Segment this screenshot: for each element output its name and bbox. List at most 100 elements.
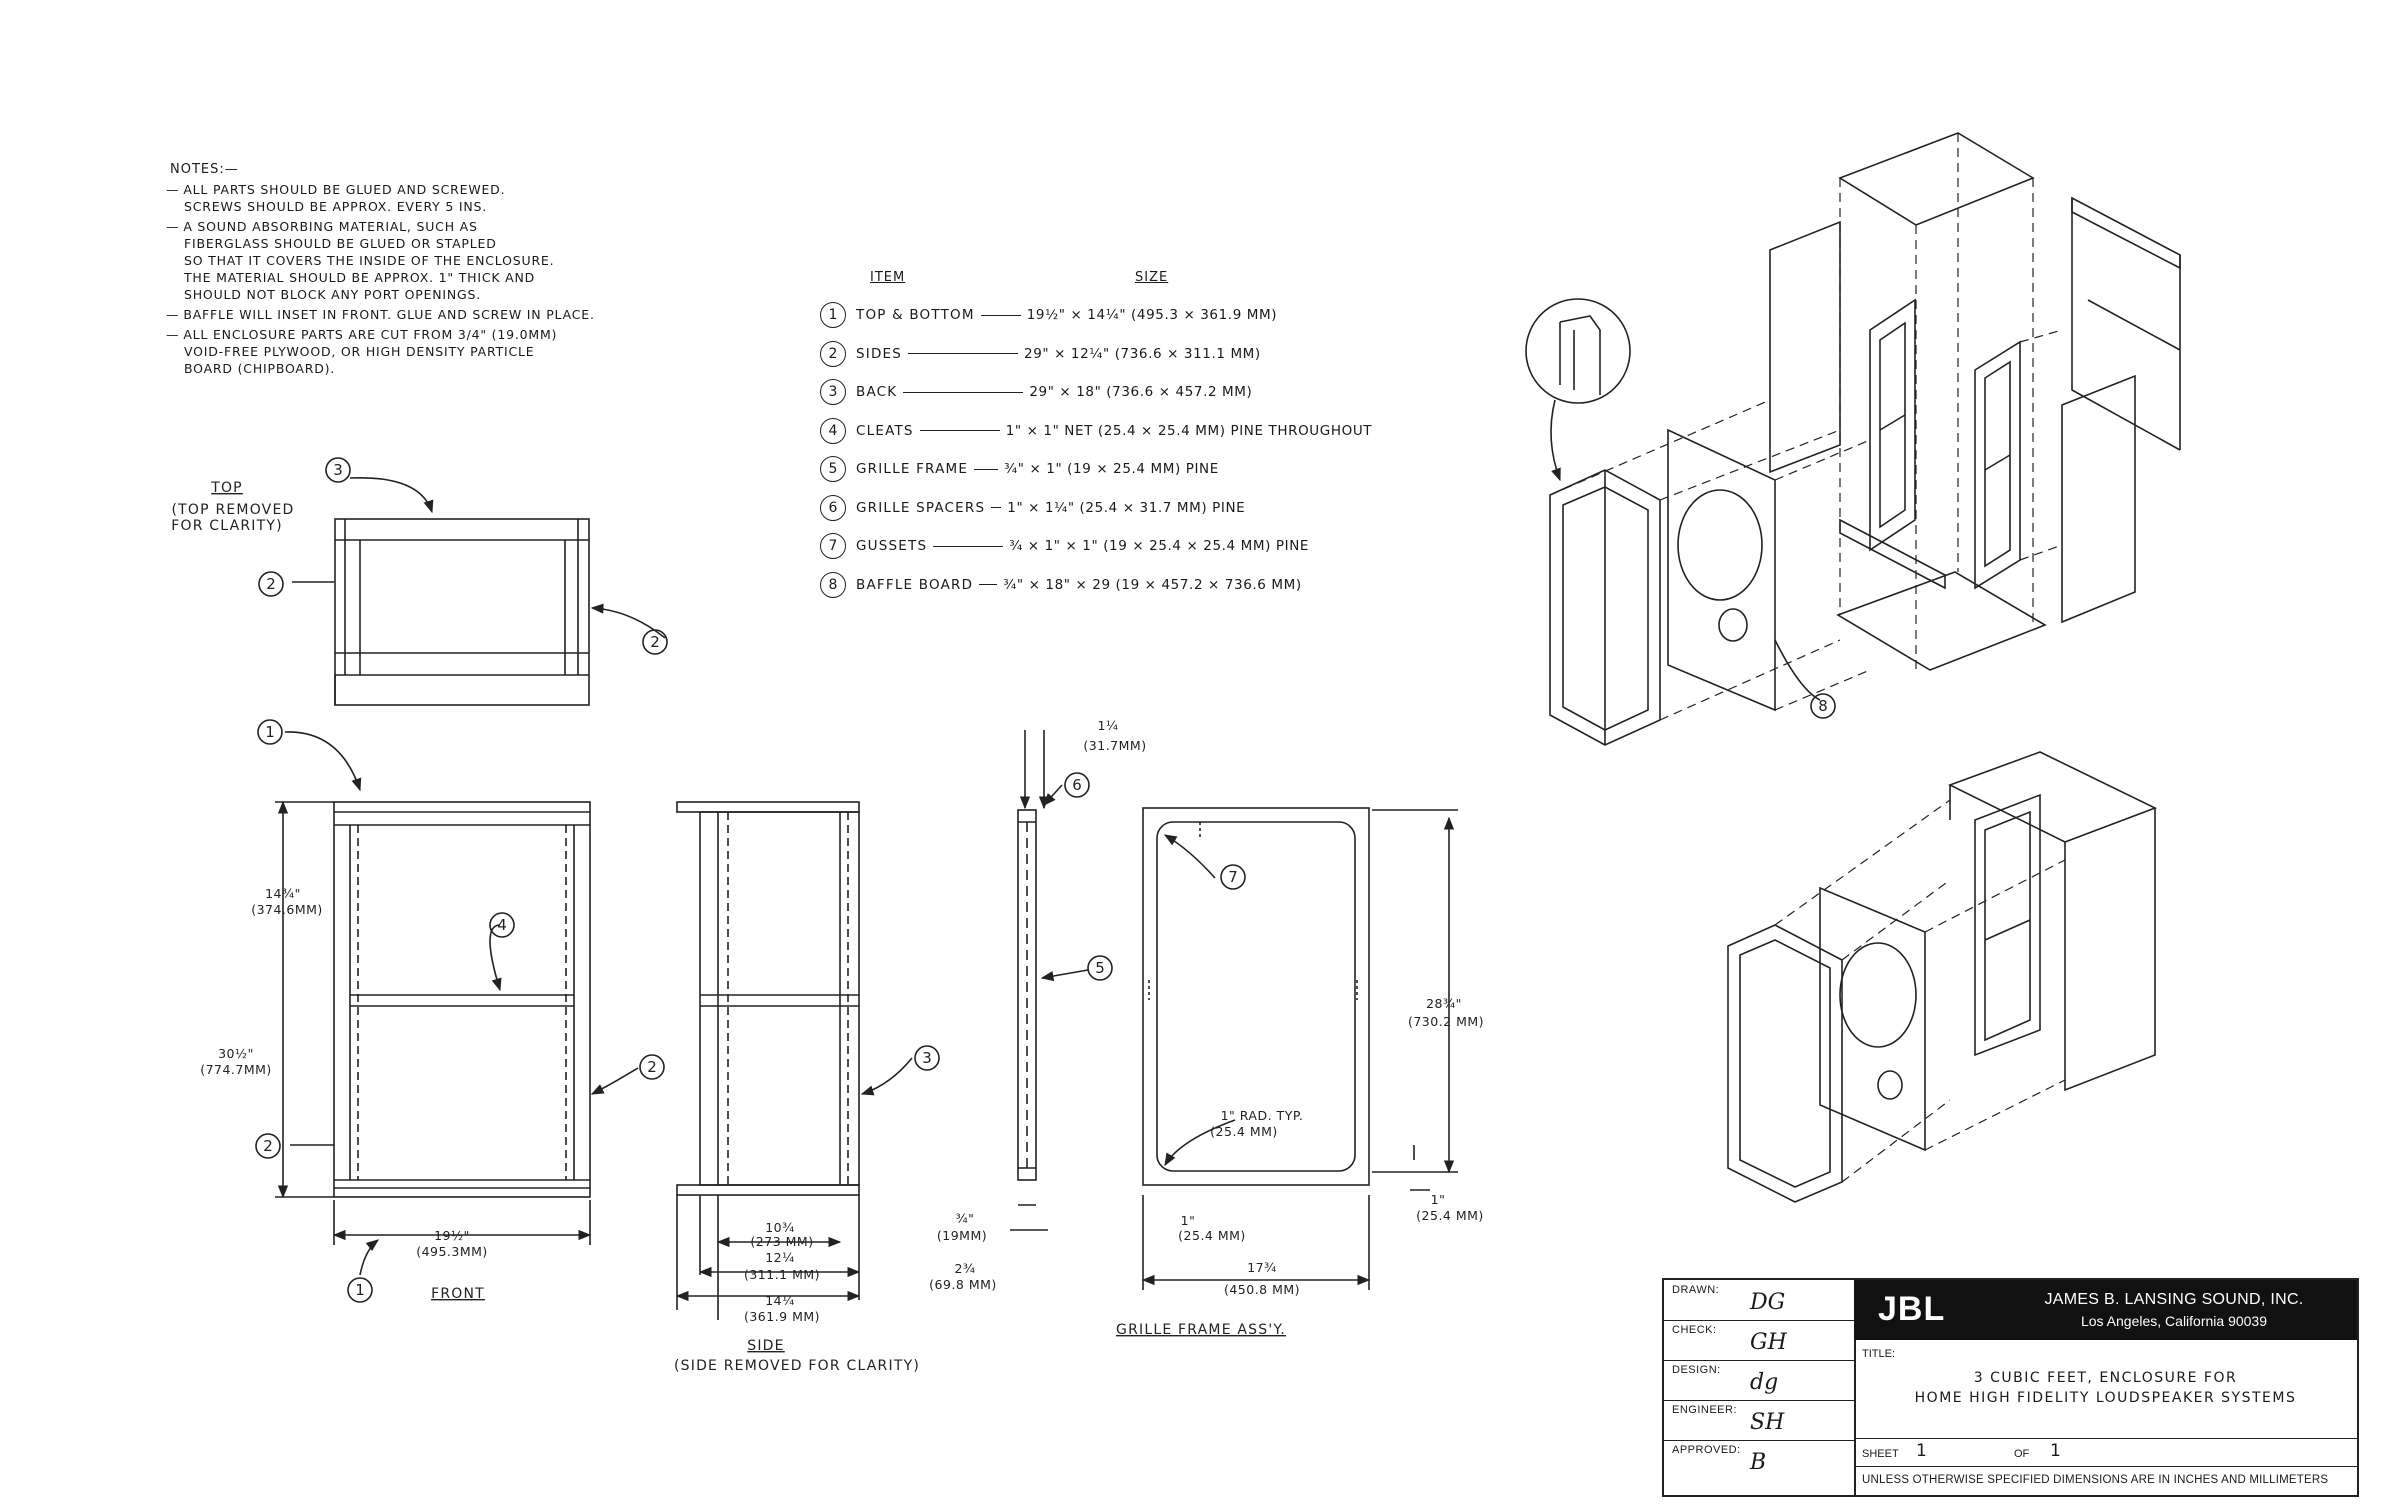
svg-text:2: 2 [647, 1058, 657, 1076]
dim-text: (495.3MM) [416, 1244, 488, 1259]
item-size: 29" × 12¼" (736.6 × 311.1 MM) [1024, 345, 1261, 362]
dim-text: 19½" [434, 1228, 470, 1243]
note-item: ALL ENCLOSURE PARTS ARE CUT FROM 3/4" (1… [170, 326, 730, 377]
check-signature: GH [1750, 1330, 1787, 1355]
parts-list: ITEM SIZE 1 TOP & BOTTOM 19½" × 14¼" (49… [820, 270, 1500, 604]
front-view-label: FRONT [431, 1286, 485, 1302]
parts-row: 7 GUSSETS ¾ × 1" × 1" (19 × 25.4 × 25.4 … [820, 527, 1500, 566]
callout-2-front-left: 2 [255, 1133, 281, 1159]
note-item: ALL PARTS SHOULD BE GLUED AND SCREWED. S… [170, 181, 730, 215]
item-header: ITEM [870, 270, 906, 285]
callout-2-front-right: 2 [639, 1054, 665, 1080]
callout-3-side: 3 [914, 1045, 940, 1071]
item-name: BAFFLE BOARD [856, 576, 974, 593]
dim-text: 30½" [218, 1046, 254, 1061]
svg-text:2: 2 [266, 575, 276, 593]
dim-text: ¾" [956, 1211, 975, 1226]
dim-text: (730.2 MM) [1408, 1014, 1484, 1029]
parts-row: 4 CLEATS 1" × 1" NET (25.4 × 25.4 MM) PI… [820, 412, 1500, 451]
item-name: TOP & BOTTOM [856, 307, 975, 324]
design-label: DESIGN: [1672, 1364, 1721, 1376]
drawing-title: TITLE: 3 CUBIC FEET, ENCLOSURE FOR HOME … [1854, 1340, 2357, 1439]
dim-text: (311.1 MM) [744, 1267, 820, 1282]
parts-row: 3 BACK 29" × 18" (736.6 × 457.2 MM) [820, 373, 1500, 412]
item-size: ¾" × 1" (19 × 25.4 MM) PINE [1004, 461, 1219, 478]
top-view-label: TOP [210, 480, 243, 496]
callout-1-front: 1 [347, 1277, 373, 1303]
note-item: BAFFLE WILL INSET IN FRONT. GLUE AND SCR… [170, 306, 730, 323]
item-name: BACK [856, 384, 898, 401]
callout-6-grille: 6 [1064, 772, 1090, 798]
check-row: CHECK: GH [1664, 1320, 1854, 1361]
note-line: VOID-FREE PLYWOOD, OR HIGH DENSITY PARTI… [184, 344, 535, 359]
design-row: DESIGN: dg [1664, 1360, 1854, 1401]
parts-row: 5 GRILLE FRAME ¾" × 1" (19 × 25.4 MM) PI… [820, 450, 1500, 489]
title-label: TITLE: [1862, 1348, 1896, 1360]
note-line: BOARD (CHIPBOARD). [184, 361, 336, 376]
approved-row: APPROVED: B [1664, 1440, 1854, 1480]
company-location: Los Angeles, California 90039 [2080, 1313, 2268, 1329]
front-view [275, 800, 592, 1245]
sheet-number: 1 [1916, 1441, 1927, 1461]
top-view-note: (TOP REMOVED [172, 502, 295, 518]
grille-front-view [1141, 807, 1458, 1290]
dim-text: (25.4 MM) [1178, 1228, 1246, 1243]
dim-text: (25.4 MM) [1416, 1208, 1484, 1223]
callout-2-top-left: 2 [258, 571, 284, 597]
company-name: JAMES B. LANSING SOUND, INC. [2044, 1291, 2304, 1308]
parts-row: 2 SIDES 29" × 12¼" (736.6 × 311.1 MM) [820, 335, 1500, 374]
sheet-label: SHEET [1862, 1448, 1899, 1460]
top-view [334, 518, 590, 706]
side-view-note: (SIDE REMOVED FOR CLARITY) [674, 1358, 920, 1374]
sheet-row: SHEET 1 OF 1 [1854, 1438, 2357, 1467]
engineer-row: ENGINEER: SH [1664, 1400, 1854, 1441]
item-number: 5 [820, 456, 846, 483]
side-view [675, 801, 861, 1320]
item-size: ¾" × 18" × 29 (19 × 457.2 × 736.6 MM) [1003, 576, 1302, 593]
dim-text: (25.4 MM) [1210, 1124, 1278, 1139]
sheet-total: 1 [2050, 1441, 2061, 1461]
dim-text: (31.7MM) [1083, 738, 1146, 753]
svg-text:2: 2 [650, 633, 660, 651]
grille-view-label: GRILLE FRAME ASS'Y. [1116, 1322, 1286, 1338]
company-banner: JBL JAMES B. LANSING SOUND, INC. Los Ang… [1854, 1280, 2357, 1340]
item-number: 3 [820, 379, 846, 406]
approved-signature: B [1750, 1450, 1767, 1475]
dim-text: (774.7MM) [200, 1062, 272, 1077]
dim-text: (19MM) [937, 1228, 987, 1243]
jbl-logo: JBL [1878, 1290, 1946, 1328]
dim-text: 14¾" [265, 886, 301, 901]
notes-block: NOTES:— ALL PARTS SHOULD BE GLUED AND SC… [170, 162, 730, 380]
dim-text: 1" [1431, 1192, 1446, 1207]
callout-2-top-right: 2 [642, 629, 668, 655]
dim-text: (450.8 MM) [1224, 1282, 1300, 1297]
dim-text: (273 MM) [750, 1234, 813, 1249]
parts-row: 1 TOP & BOTTOM 19½" × 14¼" (495.3 × 361.… [820, 296, 1500, 335]
dim-text: 1¼ [1097, 718, 1118, 733]
item-number: 4 [820, 417, 846, 444]
callout-8-iso: 8 [1810, 693, 1836, 719]
item-size: 29" × 18" (736.6 × 457.2 MM) [1029, 384, 1253, 401]
note-line: ALL PARTS SHOULD BE GLUED AND SCREWED. [170, 181, 730, 198]
note-item: A SOUND ABSORBING MATERIAL, SUCH AS FIBE… [170, 218, 730, 303]
note-line: FIBERGLASS SHOULD BE GLUED OR STAPLED [184, 236, 497, 251]
svg-text:1: 1 [355, 1281, 365, 1299]
note-line: SCREWS SHOULD BE APPROX. EVERY 5 INS. [184, 199, 488, 214]
svg-text:5: 5 [1095, 959, 1105, 977]
item-number: 6 [820, 494, 846, 521]
signature-column: DRAWN: DG CHECK: GH DESIGN: dg ENGINEER:… [1664, 1280, 1856, 1495]
dim-text: 1" RAD. TYP. [1221, 1108, 1304, 1123]
assembled-isometric-view [1727, 751, 2158, 1203]
item-number: 1 [820, 302, 846, 329]
callout-7-grille: 7 [1220, 864, 1246, 890]
callout-3-top: 3 [325, 457, 351, 483]
item-size: ¾ × 1" × 1" (19 × 25.4 × 25.4 MM) PINE [1009, 538, 1310, 555]
drawn-label: DRAWN: [1672, 1284, 1720, 1296]
callout-4-front: 4 [489, 912, 515, 938]
dim-text: 12¼ [765, 1250, 795, 1265]
check-label: CHECK: [1672, 1324, 1717, 1336]
dim-text: (361.9 MM) [744, 1309, 820, 1324]
item-name: GRILLE SPACERS [856, 499, 986, 516]
